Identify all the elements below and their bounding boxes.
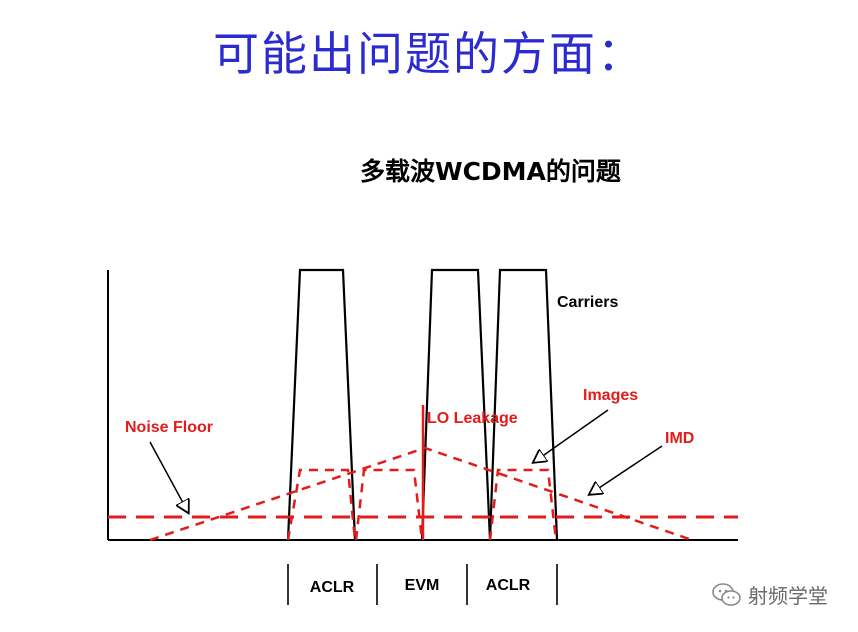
watermark-text: 射频学堂 — [748, 584, 828, 608]
images-arrow — [534, 409, 609, 462]
images-label: Images — [583, 387, 638, 404]
imd-arrow — [590, 445, 663, 494]
image-2 — [354, 468, 424, 541]
image-1 — [286, 468, 357, 541]
carrier-3 — [488, 268, 559, 541]
noise-floor-arrow — [149, 441, 188, 512]
imd-triangle — [149, 446, 693, 542]
diagram-subtitle: 多载波WCDMA的问题 — [360, 157, 621, 186]
image-3 — [488, 468, 558, 541]
page-title: 可能出问题的方面： — [213, 27, 645, 81]
band-label-aclr-left: ACLR — [310, 579, 355, 596]
band-label-aclr-right: ACLR — [486, 577, 531, 594]
watermark: 射频学堂 — [712, 580, 828, 609]
lo-leakage-label: LO Leakage — [427, 410, 518, 427]
carrier-1 — [286, 268, 357, 541]
band-label-evm: EVM — [405, 577, 440, 594]
imd-label: IMD — [665, 430, 694, 447]
noise-floor-label: Noise Floor — [125, 419, 213, 436]
carriers-label: Carriers — [557, 294, 618, 311]
wechat-icon — [712, 582, 741, 606]
carrier-2 — [420, 268, 492, 541]
